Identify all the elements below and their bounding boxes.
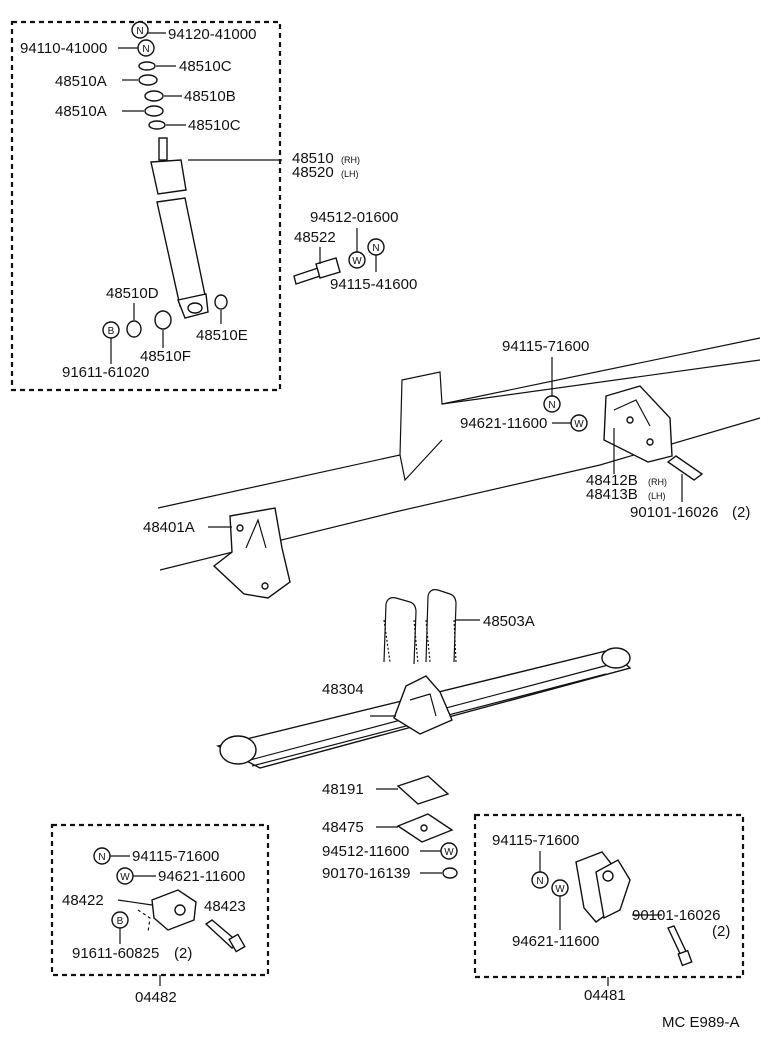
svg-text:W: W xyxy=(574,419,584,430)
label-48510a-2: 48510A xyxy=(55,103,107,120)
label-04482: 04482 xyxy=(135,989,177,1006)
svg-text:B: B xyxy=(108,326,115,337)
bushing-91611-60825-icon: B xyxy=(111,911,129,929)
label-48475: 48475 xyxy=(322,819,364,836)
label-91611-61020: 91611-61020 xyxy=(62,364,149,381)
label-48304: 48304 xyxy=(322,681,364,698)
washer-94621-c-icon: W xyxy=(551,879,569,897)
drawing-code: MC E989-A xyxy=(662,1014,740,1031)
svg-text:N: N xyxy=(142,44,149,55)
label-48510c-1: 48510C xyxy=(179,58,232,75)
washer-48510c-icon xyxy=(138,61,156,71)
label-48422: 48422 xyxy=(62,892,104,909)
washer-48510c-2-icon xyxy=(148,120,166,130)
label-48510c-2: 48510C xyxy=(188,117,241,134)
plate-48475-icon xyxy=(396,813,454,843)
bushing-48510d-icon xyxy=(126,320,142,338)
label-94115-71600-a: 94115-71600 xyxy=(502,338,589,355)
nut-94110-icon: N xyxy=(137,39,155,57)
svg-text:W: W xyxy=(120,872,130,883)
shock-absorber-icon xyxy=(150,137,209,319)
kit-04482-box xyxy=(50,823,270,977)
shackle-04481-icon xyxy=(575,851,631,923)
bushing-48510a-2-icon xyxy=(144,105,164,117)
label-48191: 48191 xyxy=(322,781,364,798)
label-48510-rh: (RH) xyxy=(341,155,360,165)
label-qty-2-b: (2) xyxy=(174,945,192,962)
bolt-90101-16026-a-icon xyxy=(666,455,704,481)
label-90170-16139: 90170-16139 xyxy=(322,865,410,882)
nut-94115-71600-c-icon: N xyxy=(531,871,549,889)
washer-94512-11600-icon: W xyxy=(440,842,458,860)
label-04481: 04481 xyxy=(584,987,626,1004)
label-91611-60825: 91611-60825 xyxy=(72,945,159,962)
nut-94115-71600-a-icon: N xyxy=(543,395,561,413)
label-48510d: 48510D xyxy=(106,285,159,302)
washer-94512-icon: W xyxy=(348,251,366,269)
bolt-90101-16026-b-icon xyxy=(667,925,693,967)
svg-text:W: W xyxy=(444,847,454,858)
label-48401a: 48401A xyxy=(143,519,195,536)
label-48413b: 48413B xyxy=(586,486,638,503)
label-qty-2-c: (2) xyxy=(712,923,730,940)
label-48510f: 48510F xyxy=(140,348,191,365)
kit-04481-box xyxy=(473,813,745,979)
svg-text:N: N xyxy=(98,852,105,863)
label-94115-71600-b: 94115-71600 xyxy=(132,848,219,865)
label-48510: 48510 xyxy=(292,150,334,167)
shackle-48422-icon xyxy=(151,889,197,931)
pad-48191-icon xyxy=(396,775,450,805)
svg-text:N: N xyxy=(372,243,379,254)
label-94115-41600: 94115-41600 xyxy=(330,276,417,293)
u-bolt-48503a-icon xyxy=(383,589,457,665)
washer-94621-a-icon: W xyxy=(570,414,588,432)
bushing-48510a-icon xyxy=(138,74,158,86)
label-94110-41000: 94110-41000 xyxy=(20,40,107,57)
label-94621-11600-b: 94621-11600 xyxy=(158,868,245,885)
bushing-48510f-icon xyxy=(154,310,172,330)
label-48510b: 48510B xyxy=(184,88,236,105)
label-94120-41000: 94120-41000 xyxy=(168,26,256,43)
nut-90170-16139-icon xyxy=(442,867,458,879)
shock-absorber-group-box xyxy=(10,20,282,392)
svg-text:N: N xyxy=(136,26,143,37)
svg-text:W: W xyxy=(555,884,565,895)
label-90101-16026-a: 90101-16026 xyxy=(630,504,718,521)
nut-94115-41600-icon: N xyxy=(367,238,385,256)
bushing-48510e-icon xyxy=(214,294,228,310)
svg-text:N: N xyxy=(536,876,543,887)
label-94621-11600-c: 94621-11600 xyxy=(512,933,599,950)
label-48413b-lh: (LH) xyxy=(648,491,666,501)
label-90101-16026-b: 90101-16026 xyxy=(632,907,720,924)
label-48423: 48423 xyxy=(204,898,246,915)
nut-94120-icon: N xyxy=(131,21,149,39)
bracket-48412b-icon xyxy=(603,385,673,463)
bolt-91611-61020-icon: B xyxy=(102,321,120,339)
label-94115-71600-c: 94115-71600 xyxy=(492,832,579,849)
bolt-48423-icon xyxy=(204,919,246,953)
label-48412b-rh: (RH) xyxy=(648,477,667,487)
label-94512-11600: 94512-11600 xyxy=(322,843,409,860)
label-48522: 48522 xyxy=(294,229,336,246)
stud-48522-icon xyxy=(293,257,341,285)
label-94512-01600: 94512-01600 xyxy=(310,209,398,226)
retainer-48510b-icon xyxy=(144,90,164,102)
label-48503a: 48503A xyxy=(483,613,535,630)
svg-text:W: W xyxy=(352,256,362,267)
label-48510e: 48510E xyxy=(196,327,248,344)
spring-seat-48304-icon xyxy=(393,675,453,735)
bracket-48401a-icon xyxy=(212,507,291,599)
svg-text:N: N xyxy=(548,400,555,411)
label-qty-2-a: (2) xyxy=(732,504,750,521)
label-48412b: 48412B xyxy=(586,472,638,489)
label-48510a-1: 48510A xyxy=(55,73,107,90)
label-48520: 48520 xyxy=(292,164,334,181)
label-94621-11600-a: 94621-11600 xyxy=(460,415,547,432)
nut-94115-71600-b-icon: N xyxy=(93,847,111,865)
label-48520-lh: (LH) xyxy=(341,169,359,179)
svg-text:B: B xyxy=(117,916,124,927)
washer-94621-b-icon: W xyxy=(116,867,134,885)
